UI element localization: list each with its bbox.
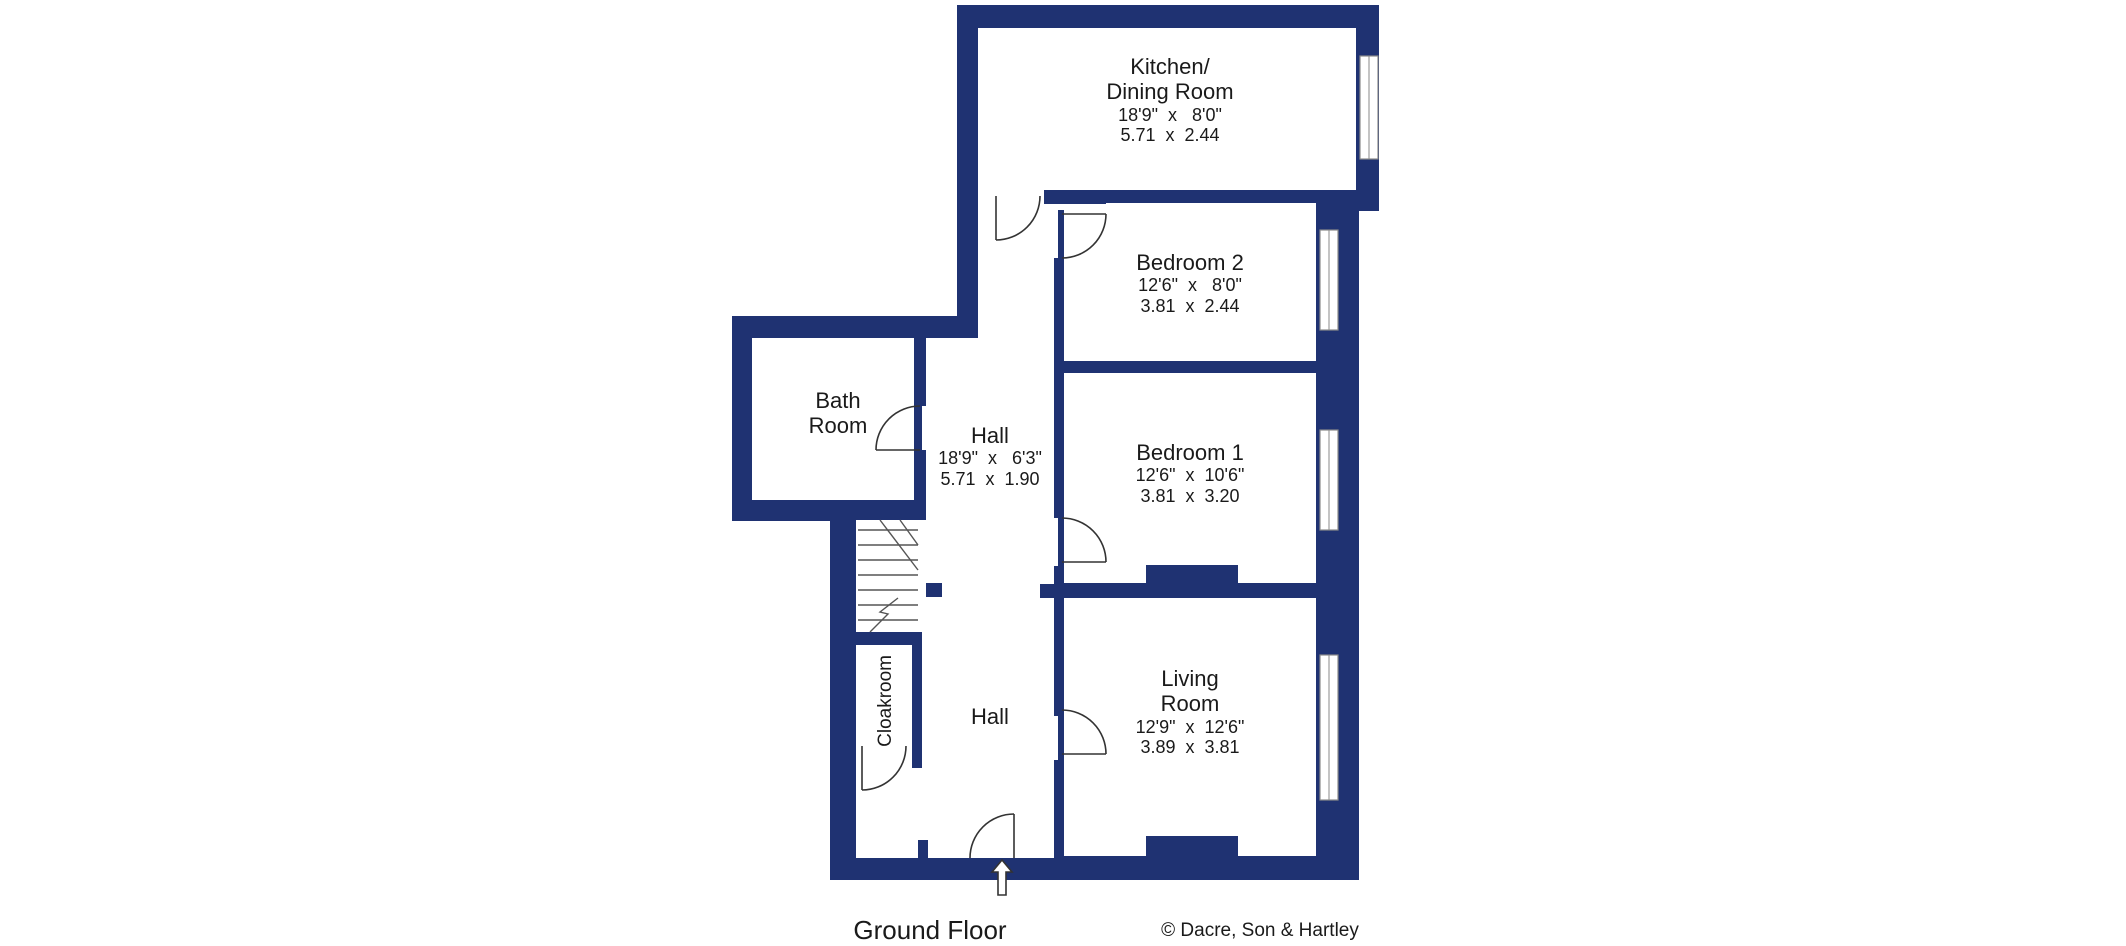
living-room-dimensions-imperial: 12'9" x 12'6" — [1135, 716, 1245, 737]
hall-upper-dimensions-metric: 5.71 x 1.90 — [940, 468, 1040, 489]
floor-title: Ground Floor — [853, 915, 1007, 945]
arrow-up-icon — [990, 858, 1014, 896]
bedroom1-label: Bedroom 1 12'6" x 10'6" 3.81 x 3.20 — [1100, 440, 1280, 507]
bedroom1-name: Bedroom 1 — [1136, 440, 1244, 465]
kitchen-dimensions-imperial: 18'9" x 8'0" — [1118, 104, 1222, 125]
windows — [1319, 55, 1379, 801]
living-room-name-line2: Room — [1160, 691, 1220, 717]
hall-upper-name: Hall — [971, 423, 1009, 448]
bedroom2-dimensions-metric: 3.81 x 2.44 — [1140, 295, 1240, 316]
living-room-name-line1: Living — [1161, 666, 1219, 691]
staircase — [858, 519, 919, 633]
copyright-text: © Dacre, Son & Hartley — [1161, 920, 1359, 941]
doors — [861, 195, 1107, 859]
living-room-dimensions-metric: 3.89 x 3.81 — [1140, 737, 1240, 758]
hall-lower-name: Hall — [971, 704, 1009, 729]
hall-upper-dimensions-imperial: 18'9" x 6'3" — [938, 448, 1042, 469]
kitchen-name-line1: Kitchen/ — [1130, 54, 1210, 79]
cloakroom-name: Cloakroom — [875, 654, 897, 747]
bathroom-name-line1: Bath — [815, 388, 861, 413]
bedroom2-label: Bedroom 2 12'6" x 8'0" 3.81 x 2.44 — [1100, 250, 1280, 317]
bedroom1-dimensions-imperial: 12'6" x 10'6" — [1135, 465, 1245, 486]
bathroom-name-line2: Room — [808, 413, 868, 439]
bedroom2-name: Bedroom 2 — [1136, 250, 1244, 275]
kitchen-name-line2: Dining Room — [1106, 79, 1234, 105]
hall-lower-label: Hall — [945, 704, 1035, 729]
interior-walls — [846, 190, 1318, 880]
hall-upper-label: Hall 18'9" x 6'3" 5.71 x 1.90 — [925, 423, 1055, 490]
cloakroom-label: Cloakroom — [875, 651, 897, 751]
bedroom2-dimensions-imperial: 12'6" x 8'0" — [1138, 275, 1242, 296]
bathroom-label: Bath Room — [788, 388, 888, 439]
bedroom1-dimensions-metric: 3.81 x 3.20 — [1140, 485, 1240, 506]
kitchen-dimensions-metric: 5.71 x 2.44 — [1120, 125, 1220, 146]
living-room-label: Living Room 12'9" x 12'6" 3.89 x 3.81 — [1100, 666, 1280, 758]
kitchen-label: Kitchen/ Dining Room 18'9" x 8'0" 5.71 x… — [1080, 54, 1260, 146]
